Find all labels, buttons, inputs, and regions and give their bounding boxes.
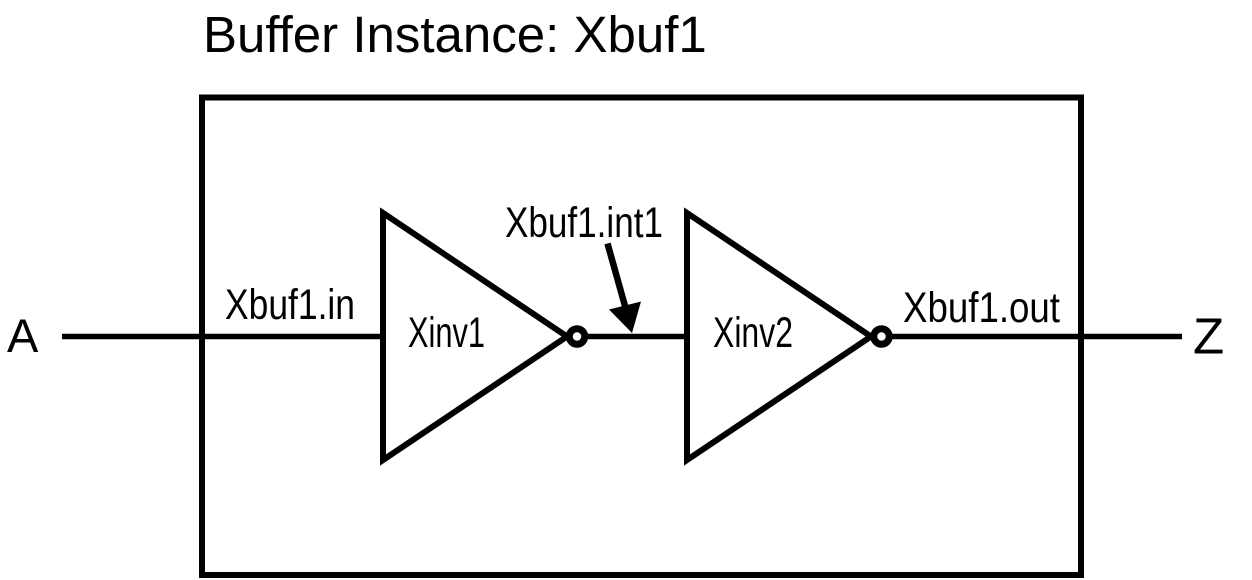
diagram-title: Buffer Instance: Xbuf1 [203, 6, 707, 63]
inverter2-triangle [684, 207, 877, 466]
internal-net-arrowhead [609, 301, 641, 333]
net-label-out: Xbuf1.out [903, 284, 1060, 332]
inverter2-bubble [870, 325, 893, 348]
port-label-a: A [7, 309, 39, 362]
internal-net-arrow-shaft [604, 242, 629, 307]
gate-label-inv1: Xinv1 [408, 309, 485, 357]
net-label-in: Xbuf1.in [225, 281, 355, 329]
inverter1-triangle [380, 207, 573, 466]
net-label-internal: Xbuf1.int1 [505, 199, 663, 247]
inverter1-bubble [565, 325, 589, 348]
port-label-z: Z [1193, 308, 1224, 365]
gate-label-inv2: Xinv2 [713, 309, 793, 357]
